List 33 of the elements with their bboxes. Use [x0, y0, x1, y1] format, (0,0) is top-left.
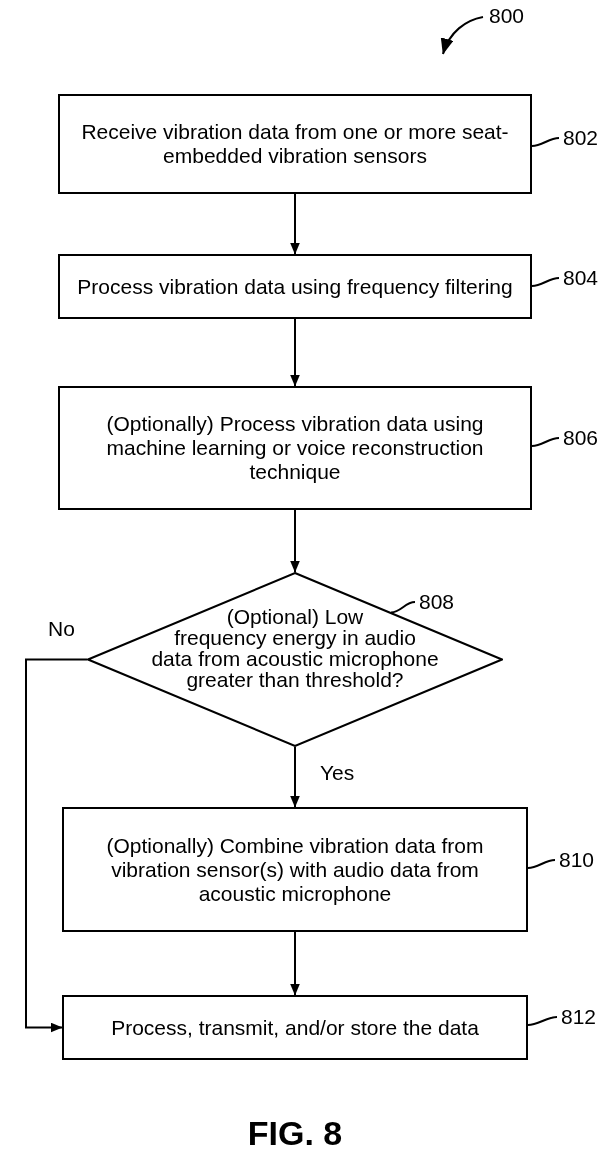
edge-label: No [48, 617, 75, 641]
edge-label: Yes [320, 761, 355, 785]
flow-arrow [290, 318, 300, 387]
reference-numeral: 800 [489, 4, 525, 28]
leader-line [531, 437, 560, 447]
leader-line [531, 137, 560, 147]
process-box [62, 807, 528, 932]
figure-caption: FIG. 8 [247, 1113, 343, 1153]
leader-line [527, 859, 556, 869]
flow-arrow [290, 509, 300, 573]
leader-line [527, 1016, 558, 1026]
step-text: Receive vibration data from one or more seat-embedded vibration sensors [80, 120, 510, 168]
leader-line [531, 277, 560, 287]
reference-numeral: 806 [563, 426, 599, 450]
flow-arrow [290, 193, 300, 255]
reference-numeral: 804 [563, 266, 599, 290]
process-box [58, 254, 532, 319]
step-text: (Optionally) Process vibration data using machine learning or voice reconstruction technique [105, 412, 485, 484]
step-text: (Optionally) Combine vibration data from vibration sensor(s) with audio data from acoustic microphone [105, 833, 485, 906]
process-box [58, 386, 532, 510]
reference-numeral: 802 [563, 126, 599, 150]
reference-numeral: 812 [561, 1005, 597, 1029]
flow-arrow [290, 931, 300, 996]
process-box [62, 995, 528, 1060]
flow-arrow [25, 658, 88, 1033]
process-box [58, 94, 532, 194]
reference-numeral: 810 [559, 848, 595, 872]
leader-line [390, 601, 416, 614]
reference-arrow [441, 16, 484, 55]
flow-arrow [290, 746, 300, 808]
decision-diamond [87, 572, 503, 747]
step-text: Process vibration data using frequency filtering [77, 274, 513, 299]
step-text: Process, transmit, and/or store the data [111, 1015, 479, 1040]
